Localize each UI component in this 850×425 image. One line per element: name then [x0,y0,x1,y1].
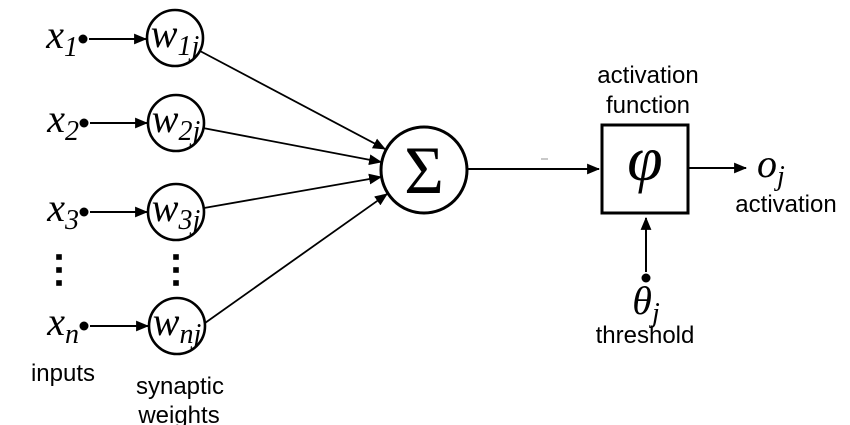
weight-node-wnj [147,296,207,356]
input-terminal-dot-3 [79,207,89,217]
threshold-label-theta-j: θj [632,278,660,329]
weight-label-w3j: w3j [152,185,201,236]
input-label-x3: x3 [46,185,79,236]
weight-label-w1j: w1j [151,11,200,62]
weight-label-wnj: wnj [153,299,202,350]
input-terminal-dot-2 [79,118,89,128]
activation-function-label-line1: activation [597,62,698,89]
ellipsis-inputs-icon [56,254,62,286]
input-terminal-dot-1 [78,34,88,44]
phi-symbol: φ [627,123,662,194]
weight-node-w3j [146,182,206,242]
weight-node-w1j [145,8,205,68]
arrow-w1j-to-sum [199,50,386,150]
sum-symbol: Σ [404,132,444,208]
weight-label-w2j: w2j [152,96,201,147]
stray-mark [541,158,548,160]
input-label-x1: x1 [45,12,78,63]
arrow-wnj-to-sum [204,193,388,324]
input-label-x2: x2 [46,96,79,147]
input-label-xn: xn [46,299,79,350]
synaptic-weights-caption-line2: weights [137,402,219,425]
arrow-w2j-to-sum [202,127,383,166]
weight-node-w2j [146,93,206,153]
threshold-terminal-dot [641,273,651,283]
arrow-w3j-to-sum [203,173,383,209]
activation-function-label-line2: function [606,92,690,119]
input-terminal-dot-n [79,321,89,331]
output-caption: activation [735,191,836,218]
ellipsis-weights-icon [173,254,179,286]
inputs-caption: inputs [31,360,95,387]
threshold-caption: threshold [596,322,695,349]
output-label-oj: oj [757,141,785,192]
synaptic-weights-caption-line1: synaptic [136,373,224,400]
activation-function-box [600,123,690,215]
